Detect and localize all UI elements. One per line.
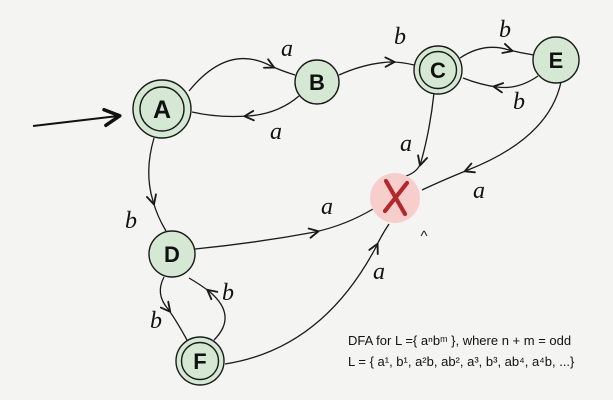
transition-a-d <box>146 137 167 232</box>
caret-mark: ^ <box>420 228 427 245</box>
state-label-d: D <box>164 242 180 267</box>
state-label-c: C <box>430 58 446 83</box>
state-d: D <box>148 230 196 278</box>
state-a: A <box>132 79 192 139</box>
states-layer: A B C E D F <box>132 36 580 386</box>
transition-label-c-e: b <box>499 17 511 43</box>
caption-block: DFA for L ={ aⁿbᵐ }, where n + m = odd L… <box>348 330 574 372</box>
state-x-trap <box>370 173 420 223</box>
transition-label-d-x: a <box>321 194 333 220</box>
caption-line-1: DFA for L ={ aⁿbᵐ }, where n + m = odd <box>348 333 572 348</box>
state-label-f: F <box>193 349 206 374</box>
transition-d-f <box>159 276 188 341</box>
state-label-e: E <box>549 48 564 73</box>
annotations-layer: ^ <box>420 228 427 245</box>
dead-state-cross-icon <box>382 180 410 214</box>
transition-label-b-a: a <box>270 119 282 145</box>
state-circle <box>132 79 192 139</box>
accepting-inner-circle <box>180 341 220 381</box>
transition-e-c <box>462 75 539 94</box>
state-circle <box>532 36 580 84</box>
state-b: B <box>294 59 340 105</box>
accepting-inner-circle <box>418 50 458 90</box>
transition-label-b-c: b <box>394 24 406 50</box>
transition-label-f-d: b <box>222 280 234 306</box>
transition-label-e-x: a <box>473 178 485 204</box>
transition-a-b <box>188 58 296 92</box>
caption-line-2: L = { a¹, b¹, a²b, ab², a³, b³, ab⁴, a⁴b… <box>348 354 575 369</box>
transition-b-a <box>191 95 300 122</box>
state-circle <box>175 336 225 386</box>
state-e: E <box>532 36 580 84</box>
state-c: C <box>413 45 463 95</box>
state-circle <box>148 230 196 278</box>
transitions-layer: a a b b b a a b a b b a <box>32 17 562 365</box>
transition-f-x <box>224 223 390 365</box>
state-label-a: A <box>153 96 171 124</box>
transition-label-f-x: a <box>373 259 385 285</box>
transition-f-d <box>188 277 226 341</box>
transition-e-x <box>421 81 562 191</box>
transition-d-x <box>194 208 374 250</box>
transition-b-c <box>338 56 415 76</box>
start-arrow <box>32 107 122 128</box>
state-circle <box>294 59 340 105</box>
transition-label-a-b: a <box>281 36 293 62</box>
transition-label-e-c: b <box>513 89 525 115</box>
transition-label-d-f: b <box>150 308 162 334</box>
transition-c-e <box>459 43 535 59</box>
transition-label-c-x: a <box>400 131 412 157</box>
state-label-b: B <box>309 70 325 95</box>
transition-label-a-d: b <box>125 208 137 234</box>
state-circle <box>413 45 463 95</box>
transition-c-x <box>405 92 435 177</box>
state-f: F <box>175 336 225 386</box>
accepting-inner-circle <box>139 86 185 132</box>
